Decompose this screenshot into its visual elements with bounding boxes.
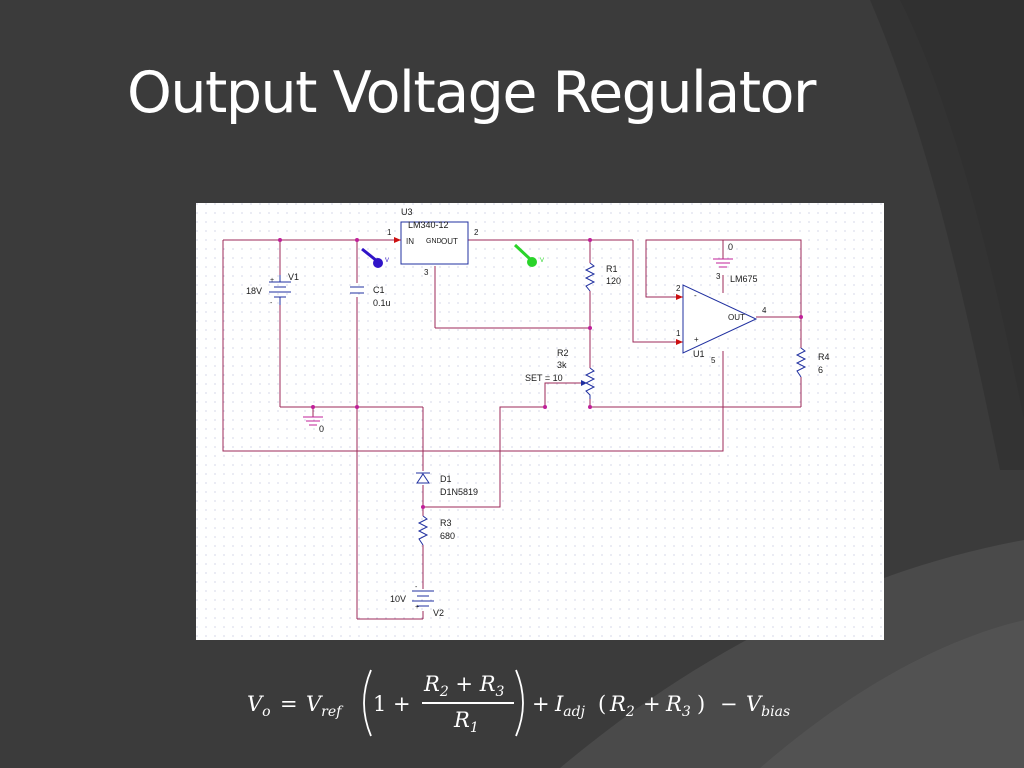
plus-iadj: + — [532, 692, 550, 716]
u1-part: LM675 — [730, 274, 758, 284]
r3-ref: R3 — [440, 518, 452, 528]
r4-resistor-symbol — [795, 347, 807, 378]
u1-pin2: 2 — [676, 284, 681, 293]
probe-out-label: V — [540, 258, 545, 264]
r2-set: SET = 10 — [525, 373, 563, 383]
v1-minus: - — [270, 300, 273, 307]
gnd1-label: 0 — [319, 424, 325, 434]
minus-sign: − — [720, 692, 738, 716]
ground-symbol-2 — [713, 258, 733, 268]
iadj-symbol: Iadj — [555, 692, 585, 720]
r1-value: 120 — [606, 276, 622, 286]
vbias-symbol: Vbias — [746, 692, 791, 720]
voltage-probe-out — [513, 243, 537, 267]
r1-ref: R1 — [606, 264, 618, 274]
u1-pin4: 4 — [762, 306, 767, 315]
c1-value: 0.1u — [373, 298, 391, 308]
paren-close: ) — [697, 692, 706, 716]
d1-diode-symbol — [416, 472, 430, 484]
fraction-bar — [422, 702, 514, 704]
ground-symbol-1 — [303, 416, 323, 426]
u3-regulator-box — [400, 221, 469, 265]
numerator: R2 + R3 — [424, 672, 505, 700]
v1-ref: V1 — [288, 272, 300, 282]
slide-title: Output Voltage Regulator — [127, 60, 816, 126]
v2-minus: - — [415, 584, 418, 591]
u1-minus: - — [694, 291, 697, 300]
v1-battery-symbol — [269, 275, 291, 305]
u1-pin5: 5 — [711, 356, 716, 365]
v1-value: 18V — [246, 286, 263, 296]
d1-ref: D1 — [440, 474, 452, 484]
output-voltage-formula: Vo = Vref 1 + R2 + R3 R1 + Iadj ( R2 + R… — [0, 660, 1024, 750]
u1-pin-out: OUT — [728, 313, 745, 322]
u3-pin1: 1 — [387, 228, 392, 237]
vref-symbol: Vref — [306, 692, 342, 720]
v2-value: 10V — [390, 594, 407, 604]
pin-arrows — [394, 237, 683, 345]
v1-plus: + — [270, 277, 275, 284]
paren-r3: R3 — [666, 692, 691, 720]
c1-capacitor-symbol — [350, 286, 364, 294]
r3-value: 680 — [440, 531, 456, 541]
circuit-schematic: U3 LM340-12 IN GND OUT 1 2 3 V V V1 18V … — [196, 203, 884, 640]
vo-symbol: Vo — [247, 692, 271, 720]
r4-value: 6 — [818, 365, 824, 375]
schematic-drawing — [196, 203, 884, 640]
paren-open: ( — [598, 692, 607, 716]
u3-pin3: 3 — [424, 268, 429, 277]
probe-in-label: V — [385, 258, 390, 264]
v2-ref: V2 — [433, 608, 445, 618]
r2-value: 3k — [557, 360, 567, 370]
u1-pin1: 1 — [676, 329, 681, 338]
r3-resistor-symbol — [417, 515, 429, 546]
r4-ref: R4 — [818, 352, 830, 362]
paren-plus: + — [643, 692, 661, 716]
v2-plus: + — [415, 604, 420, 611]
v2-battery-symbol — [412, 590, 434, 607]
u3-pin-gnd: GND — [426, 238, 442, 245]
u1-opamp-triangle — [682, 284, 758, 354]
gnd2-label: 0 — [728, 242, 734, 252]
c1-ref: C1 — [373, 285, 385, 295]
u3-ref: U3 — [401, 207, 413, 217]
r1-resistor-symbol — [584, 262, 596, 292]
big-paren-close — [515, 669, 524, 737]
paren-r2: R2 — [610, 692, 635, 720]
u3-part: LM340-12 — [408, 220, 449, 230]
big-paren-open — [363, 669, 372, 737]
d1-part: D1N5819 — [440, 487, 479, 497]
u1-pin3: 3 — [716, 272, 721, 281]
u3-pin2: 2 — [474, 228, 479, 237]
wires — [222, 239, 802, 620]
u3-pin-out: OUT — [441, 237, 458, 246]
equals-sign: = — [280, 692, 298, 716]
u3-pin-in: IN — [406, 237, 414, 246]
voltage-probe-in — [361, 247, 383, 268]
u1-plus: + — [694, 335, 699, 344]
denominator: R1 — [454, 708, 479, 736]
one-plus: 1 + — [373, 692, 411, 716]
junction-dots — [278, 238, 803, 509]
r2-ref: R2 — [557, 348, 569, 358]
u1-ref: U1 — [693, 349, 705, 359]
